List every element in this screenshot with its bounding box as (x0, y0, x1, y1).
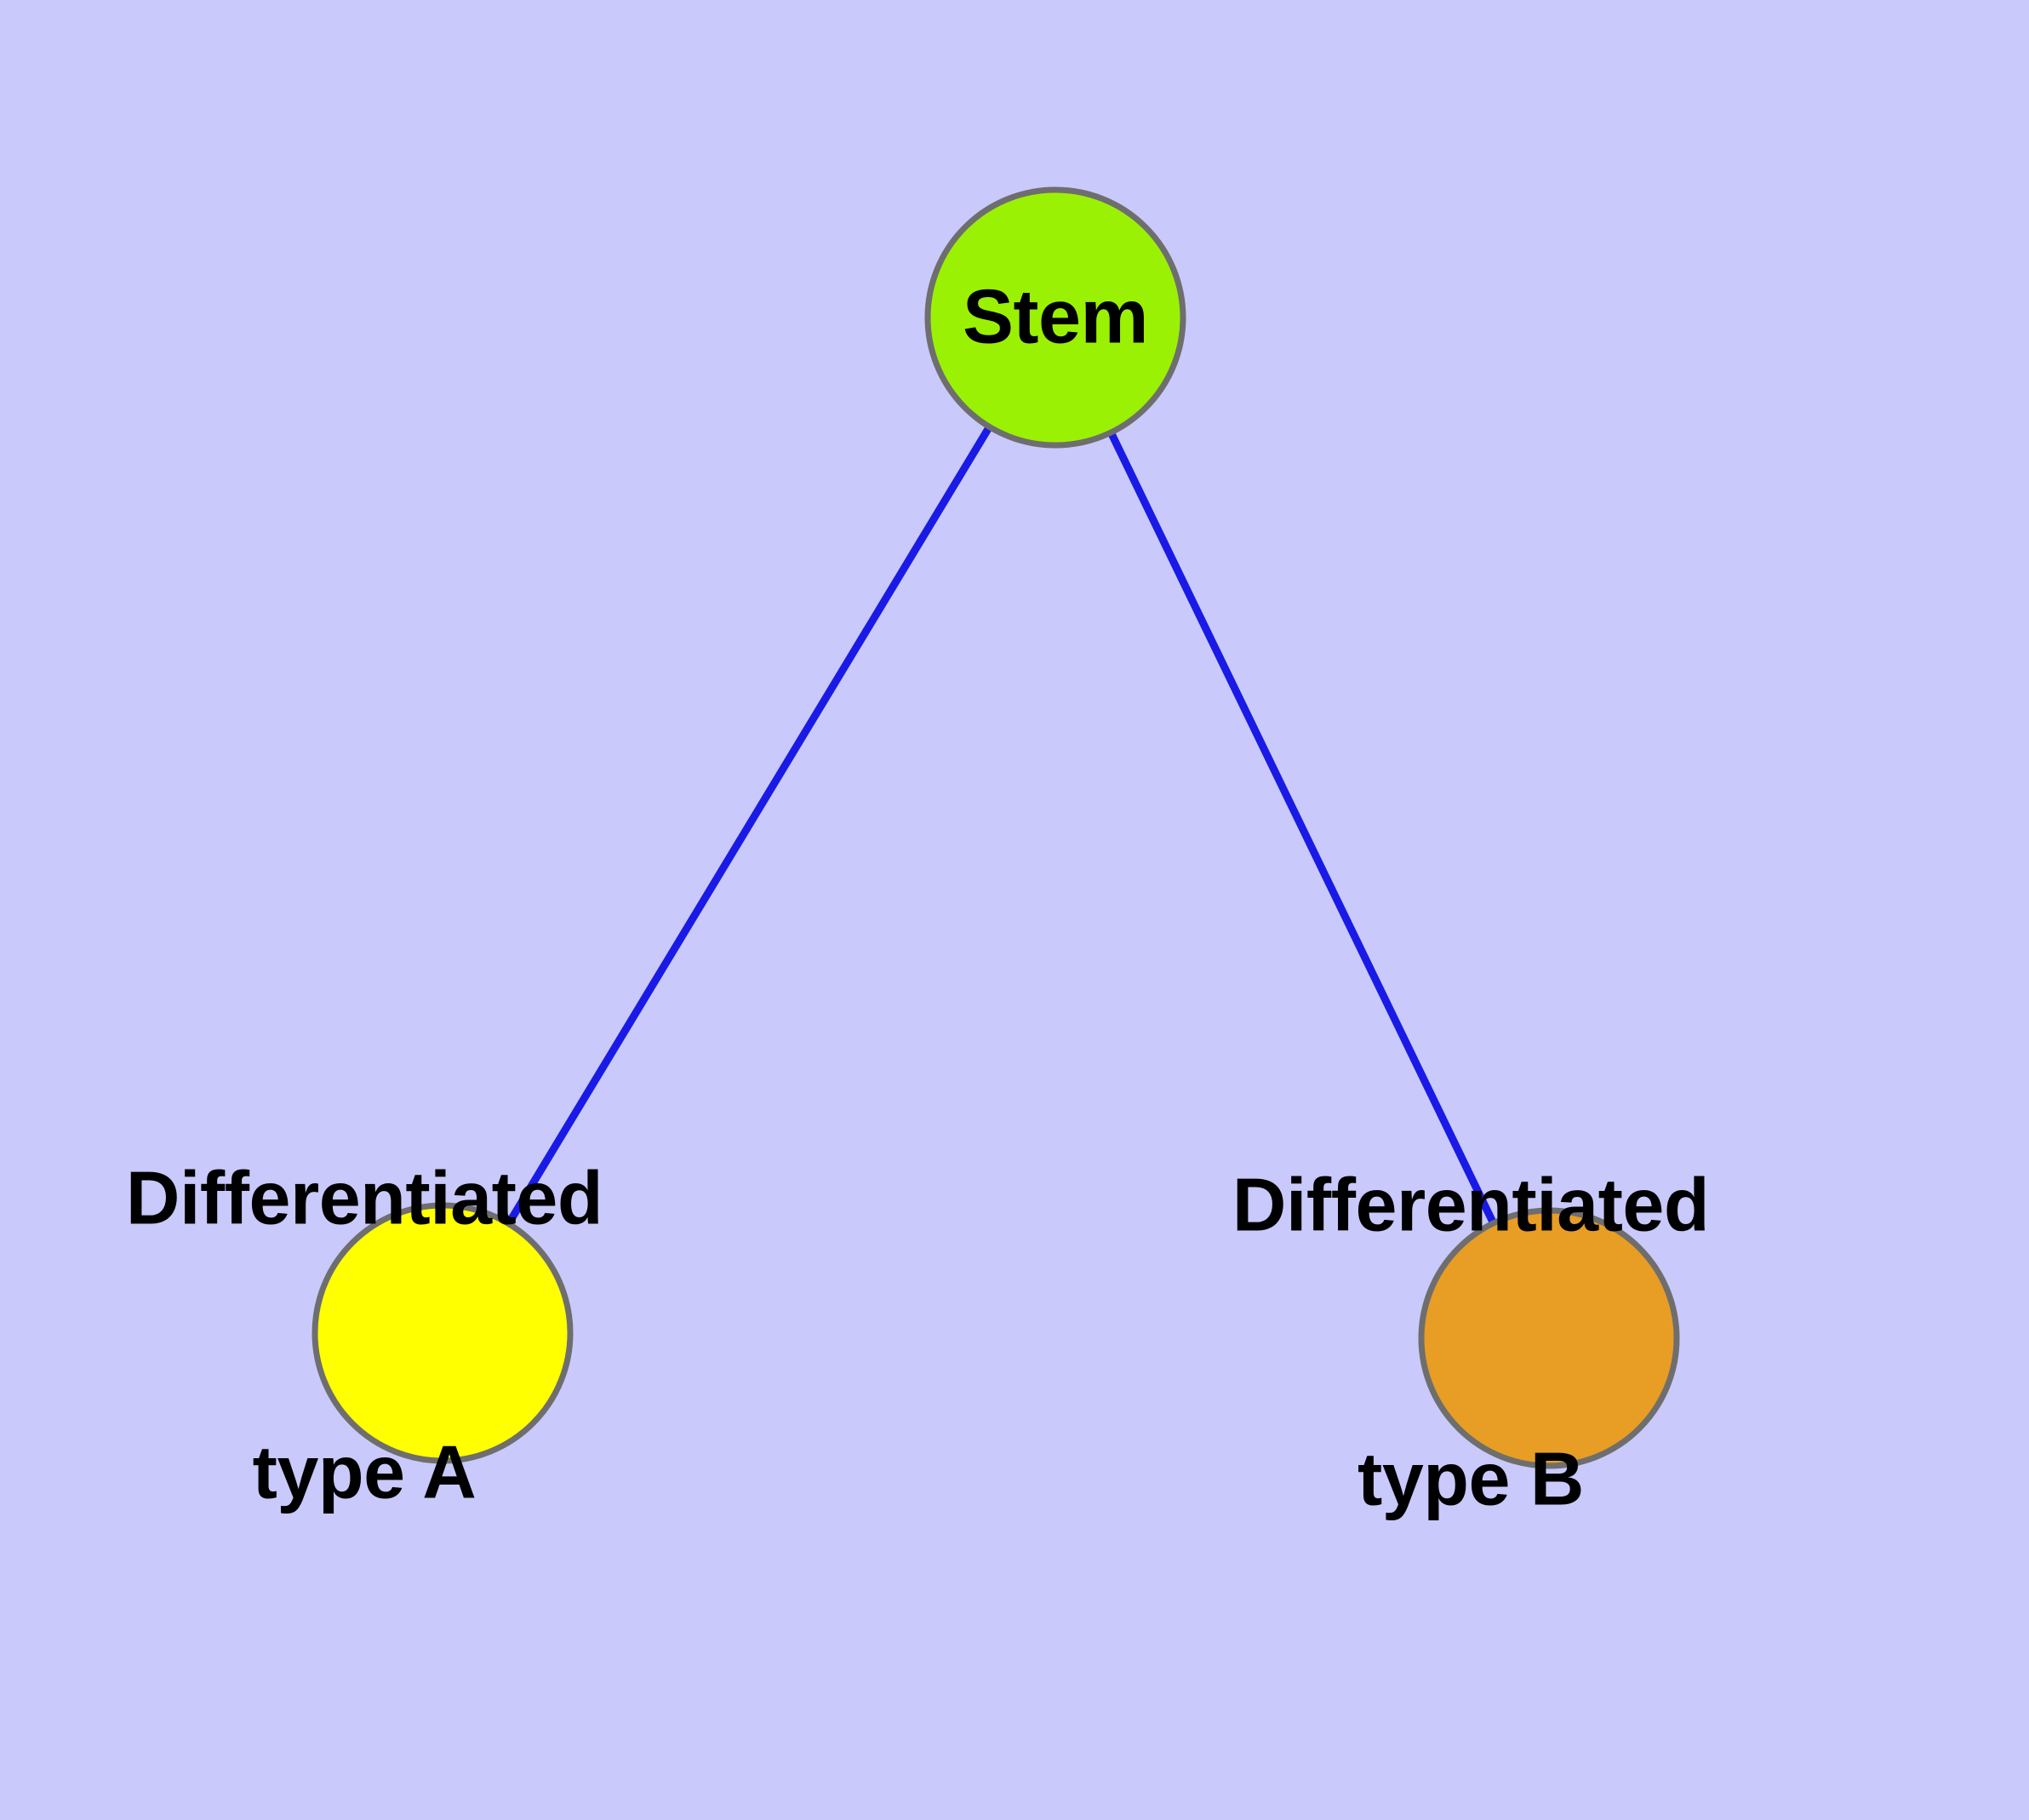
edge-stem-to-differentiated-type-b[interactable] (1051, 313, 1553, 1342)
node-diff-b-circle[interactable] (1418, 1207, 1680, 1469)
node-layer (311, 186, 1680, 1469)
edge-stem-to-differentiated-type-a[interactable] (438, 313, 1060, 1337)
edge-layer (438, 313, 1553, 1342)
node-diff-a-circle[interactable] (311, 1202, 574, 1464)
node-stem-circle[interactable] (924, 186, 1186, 449)
